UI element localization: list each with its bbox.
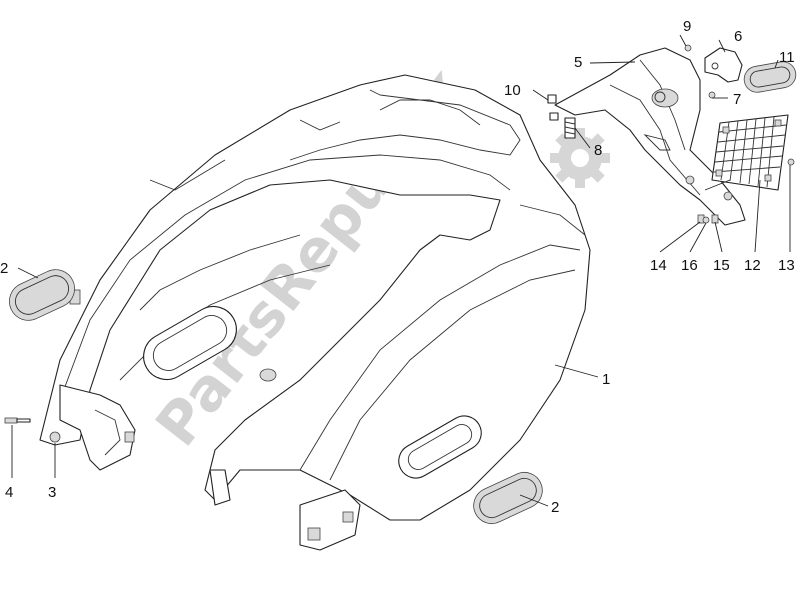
part-11-reflector (743, 61, 797, 93)
part-15-nut (711, 214, 719, 224)
callout-2-left: 2 (0, 260, 8, 277)
gear-icon (550, 128, 610, 188)
callout-2-right: 2 (551, 499, 559, 516)
callout-15: 15 (713, 257, 730, 274)
part-6-reflector-bracket (704, 47, 743, 83)
callout-5: 5 (574, 54, 582, 71)
callout-8: 8 (594, 142, 602, 159)
callout-3: 3 (48, 484, 56, 501)
part-9-screw (684, 44, 692, 52)
part-5-plate-holder (554, 47, 746, 226)
part-1-rear-body-cover (39, 74, 591, 551)
part-2-badge-left (9, 269, 75, 321)
part-2-badge-right (473, 471, 543, 525)
callout-10: 10 (504, 82, 521, 99)
part-8-spring (564, 117, 576, 139)
callout-13: 13 (778, 257, 795, 274)
part-13-screw (787, 158, 795, 166)
callout-11: 11 (779, 49, 795, 66)
part-4-screw (4, 417, 31, 424)
part-3-nut (49, 431, 61, 443)
callout-7: 7 (733, 91, 741, 108)
callout-1: 1 (602, 371, 610, 388)
part-7-screw (708, 91, 716, 99)
part-16-washer (702, 216, 710, 224)
callouts: 1 2 2 3 4 5 6 7 8 9 10 11 12 13 14 16 15 (0, 18, 795, 516)
leader-lines (11, 34, 791, 507)
callout-9: 9 (683, 18, 691, 35)
part-12-plate-grille (711, 114, 789, 191)
part-10-clip (547, 94, 559, 121)
callout-4: 4 (5, 484, 13, 501)
callout-12: 12 (744, 257, 761, 274)
callout-6: 6 (734, 28, 742, 45)
callout-14: 14 (650, 257, 667, 274)
callout-16: 16 (681, 257, 698, 274)
